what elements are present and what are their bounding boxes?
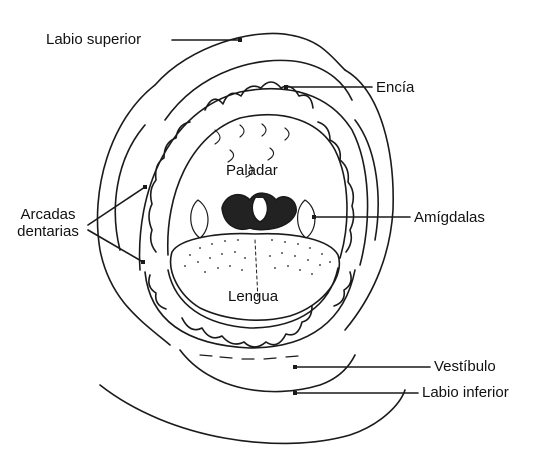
upper-arch-inner <box>168 115 347 258</box>
vestibule-dashes <box>200 355 298 359</box>
label-gum: Encía <box>376 79 414 96</box>
tongue-texture <box>184 239 331 275</box>
right-cheek-outline <box>345 70 393 330</box>
leader-dental-arches-lower <box>88 230 143 262</box>
lower-arch-outer <box>145 270 355 348</box>
lower-teeth <box>182 306 312 347</box>
upper-left-teeth <box>149 122 190 252</box>
upper-lip-inner <box>165 60 352 120</box>
upper-lip-outline <box>155 33 345 85</box>
label-lower-lip: Labio inferior <box>422 384 509 401</box>
label-tonsils: Amígdalas <box>414 209 485 226</box>
upper-right-teeth <box>318 122 354 252</box>
label-dental-arches-line1: Arcadas <box>8 206 88 223</box>
label-dental-arches-line2: dentarias <box>8 223 88 240</box>
lower-left-teeth <box>149 275 166 309</box>
label-vestibule: Vestíbulo <box>434 358 496 375</box>
lower-lip-inner <box>180 350 355 392</box>
label-dental-arches: Arcadas dentarias <box>8 206 88 240</box>
left-tonsil <box>191 200 208 238</box>
label-palate: Paladar <box>226 162 278 179</box>
label-upper-lip: Labio superior <box>46 31 141 48</box>
label-tongue: Lengua <box>228 288 278 305</box>
